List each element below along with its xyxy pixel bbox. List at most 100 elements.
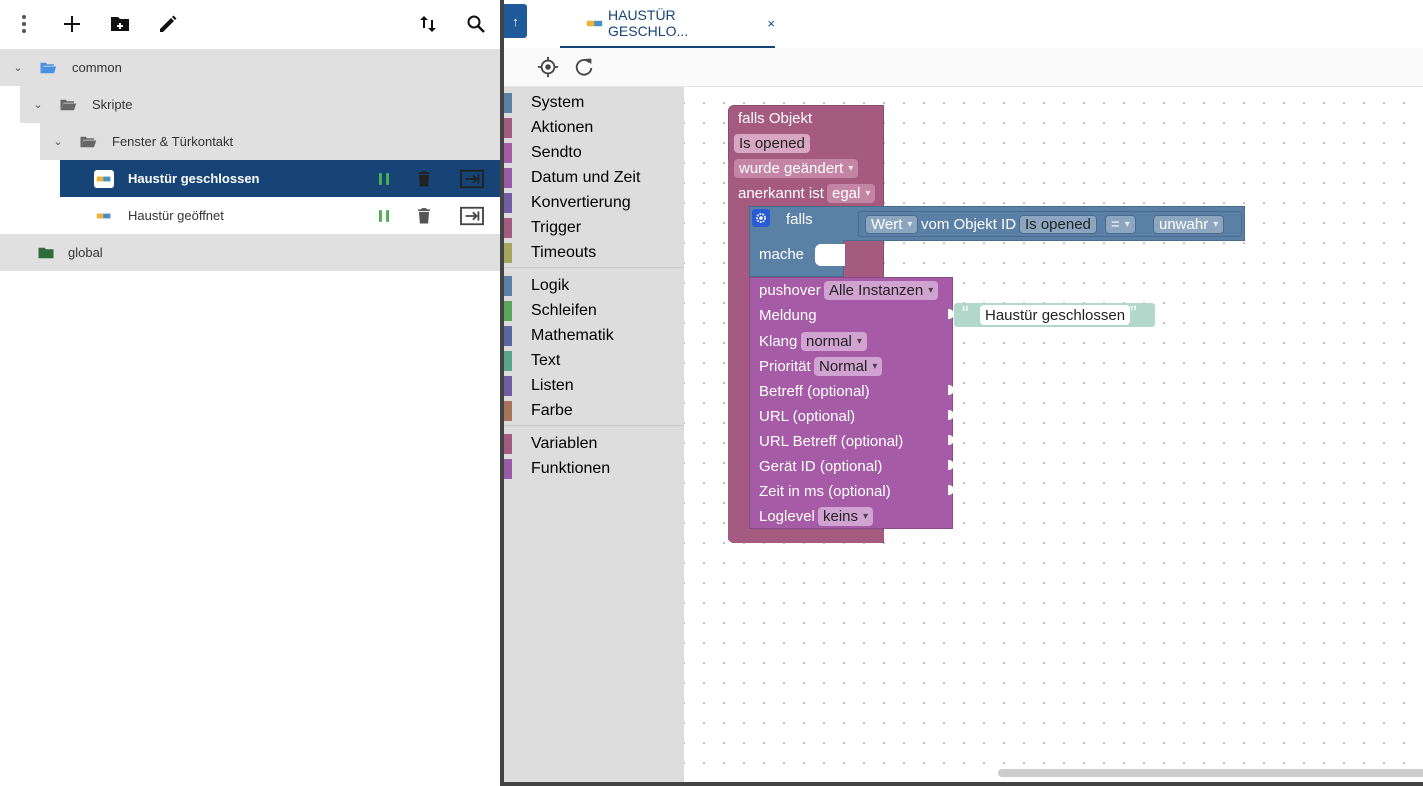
blockly-script-icon <box>94 169 114 188</box>
create-new-folder-icon[interactable] <box>104 8 136 40</box>
edit-icon[interactable] <box>152 8 184 40</box>
folder-icon <box>34 241 58 265</box>
export-icon[interactable] <box>458 204 486 228</box>
toolbox-category-trigger[interactable]: Trigger <box>504 215 684 240</box>
tree-label: common <box>72 60 122 75</box>
folder-open-icon <box>56 93 80 117</box>
blockly-script-icon <box>586 18 604 29</box>
close-icon[interactable]: × <box>767 15 775 31</box>
bottom-border <box>504 782 1423 786</box>
comparison-block[interactable]: Wert vom Objekt ID Is opened = unwahr <box>858 211 1242 237</box>
if-block[interactable]: falls Wert vom Objekt ID Is opened = unw… <box>749 206 1245 241</box>
if-label: falls <box>786 211 813 228</box>
priority-label: Priorität <box>759 358 811 375</box>
message-label: Meldung <box>759 307 817 324</box>
close-quote-icon: ” <box>1130 303 1137 325</box>
chevron-down-icon[interactable]: ⌄ <box>13 62 23 74</box>
sound-label: Klang <box>759 333 798 350</box>
swap-vert-icon[interactable] <box>412 8 444 40</box>
more-vert-icon[interactable] <box>8 8 40 40</box>
if-do-section: mache <box>749 240 845 277</box>
blockly-workspace[interactable]: falls Objekt Is opened wurde geändert an… <box>684 87 1423 782</box>
tree-script-haustuer-geoeffnet[interactable]: Haustür geöffnet <box>60 197 500 234</box>
folder-open-icon <box>36 56 60 80</box>
tab-label: HAUSTÜR GESCHLO... <box>608 7 689 39</box>
arrow-up-icon[interactable]: ↑ <box>504 4 527 38</box>
open-quote-icon: “ <box>962 303 969 325</box>
script-editor: ↑ HAUSTÜR GESCHLO... × System Aktionen S… <box>504 0 1423 786</box>
panel-splitter[interactable] <box>500 0 504 786</box>
toolbox-category-variablen[interactable]: Variablen <box>504 431 684 456</box>
subject-label: Betreff (optional) <box>759 383 870 400</box>
compare-dropdown[interactable]: unwahr <box>1153 215 1225 234</box>
delete-icon[interactable] <box>412 167 436 191</box>
toolbox-category-text[interactable]: Text <box>504 348 684 373</box>
add-icon[interactable] <box>56 8 88 40</box>
pause-icon[interactable] <box>372 167 396 191</box>
tab-haustuer-geschlossen[interactable]: HAUSTÜR GESCHLO... × <box>560 0 775 48</box>
tree-folder-global[interactable]: global <box>0 234 500 271</box>
workspace-horizontal-scrollbar[interactable] <box>998 769 1423 777</box>
pushover-title: pushover <box>759 282 821 299</box>
toolbox-category-sendto[interactable]: Sendto <box>504 140 684 165</box>
explorer-toolbar <box>0 0 500 48</box>
blockly-toolbox: System Aktionen Sendto Datum und Zeit Ko… <box>504 87 684 786</box>
gps-fixed-icon[interactable] <box>536 55 560 79</box>
sound-dropdown[interactable]: normal <box>801 332 867 351</box>
chevron-down-icon[interactable]: ⌄ <box>53 136 63 148</box>
url-label: URL (optional) <box>759 408 856 425</box>
toolbox-category-konvertierung[interactable]: Konvertierung <box>504 190 684 215</box>
url-title-label: URL Betreff (optional) <box>759 433 904 450</box>
toolbox-category-system[interactable]: System <box>504 90 684 115</box>
toolbox-category-schleifen[interactable]: Schleifen <box>504 298 684 323</box>
search-icon[interactable] <box>460 8 492 40</box>
blockly-script-icon <box>94 204 114 228</box>
value-dropdown[interactable]: Wert <box>865 215 919 234</box>
do-label: mache <box>759 246 805 263</box>
object-id-field[interactable]: Is opened <box>734 134 810 153</box>
pushover-block[interactable]: pushover Alle Instanzen Meldung Klang no… <box>749 277 954 529</box>
tree-script-haustuer-geschlossen[interactable]: Haustür geschlossen <box>60 160 500 197</box>
instance-dropdown[interactable]: Alle Instanzen <box>824 281 939 300</box>
toolbox-category-mathematik[interactable]: Mathematik <box>504 323 684 348</box>
tree-label: Skripte <box>92 97 133 112</box>
trigger-block-footer <box>728 531 884 543</box>
toolbox-category-aktionen[interactable]: Aktionen <box>504 115 684 140</box>
tree-folder-fenster[interactable]: ⌄ Fenster & Türkontakt <box>40 123 500 160</box>
delete-icon[interactable] <box>412 204 436 228</box>
loglevel-label: Loglevel <box>759 508 815 525</box>
object-id-field[interactable]: Is opened <box>1019 215 1097 234</box>
text-field[interactable]: Haustür geschlossen <box>980 305 1131 325</box>
ack-dropdown[interactable]: egal <box>827 184 876 203</box>
editor-tabbar: ↑ HAUSTÜR GESCHLO... × <box>504 0 1423 48</box>
tree-label: Haustür geschlossen <box>128 171 260 186</box>
toolbox-separator <box>504 267 684 268</box>
toolbox-separator <box>504 425 684 426</box>
condition-dropdown[interactable]: wurde geändert <box>734 159 859 178</box>
gear-icon[interactable] <box>752 209 770 227</box>
priority-dropdown[interactable]: Normal <box>814 357 883 376</box>
ack-label: anerkannt ist <box>738 185 824 202</box>
toolbox-category-logik[interactable]: Logik <box>504 273 684 298</box>
loglevel-dropdown[interactable]: keins <box>818 507 874 526</box>
block-title: falls Objekt <box>738 110 813 127</box>
pause-icon[interactable] <box>372 204 396 228</box>
toolbox-category-listen[interactable]: Listen <box>504 373 684 398</box>
from-object-label: vom Objekt ID <box>921 216 1017 233</box>
tree-label: Fenster & Türkontakt <box>112 134 234 149</box>
text-block[interactable]: “ Haustür geschlossen ” <box>954 303 1155 327</box>
export-icon[interactable] <box>458 167 486 191</box>
ttl-label: Zeit in ms (optional) <box>759 483 891 500</box>
toolbox-category-farbe[interactable]: Farbe <box>504 398 684 423</box>
tree-folder-skripte[interactable]: ⌄ Skripte <box>20 86 500 123</box>
toolbox-category-funktionen[interactable]: Funktionen <box>504 456 684 481</box>
editor-toolbar <box>504 48 1423 87</box>
chevron-down-icon[interactable]: ⌄ <box>33 99 43 111</box>
tree-label: global <box>68 245 103 260</box>
refresh-icon[interactable] <box>572 55 596 79</box>
toolbox-category-datum-zeit[interactable]: Datum und Zeit <box>504 165 684 190</box>
tree-label: Haustür geöffnet <box>128 208 224 223</box>
toolbox-category-timeouts[interactable]: Timeouts <box>504 240 684 265</box>
operator-dropdown[interactable]: = <box>1105 215 1136 234</box>
tree-folder-common[interactable]: ⌄ common <box>0 49 500 86</box>
